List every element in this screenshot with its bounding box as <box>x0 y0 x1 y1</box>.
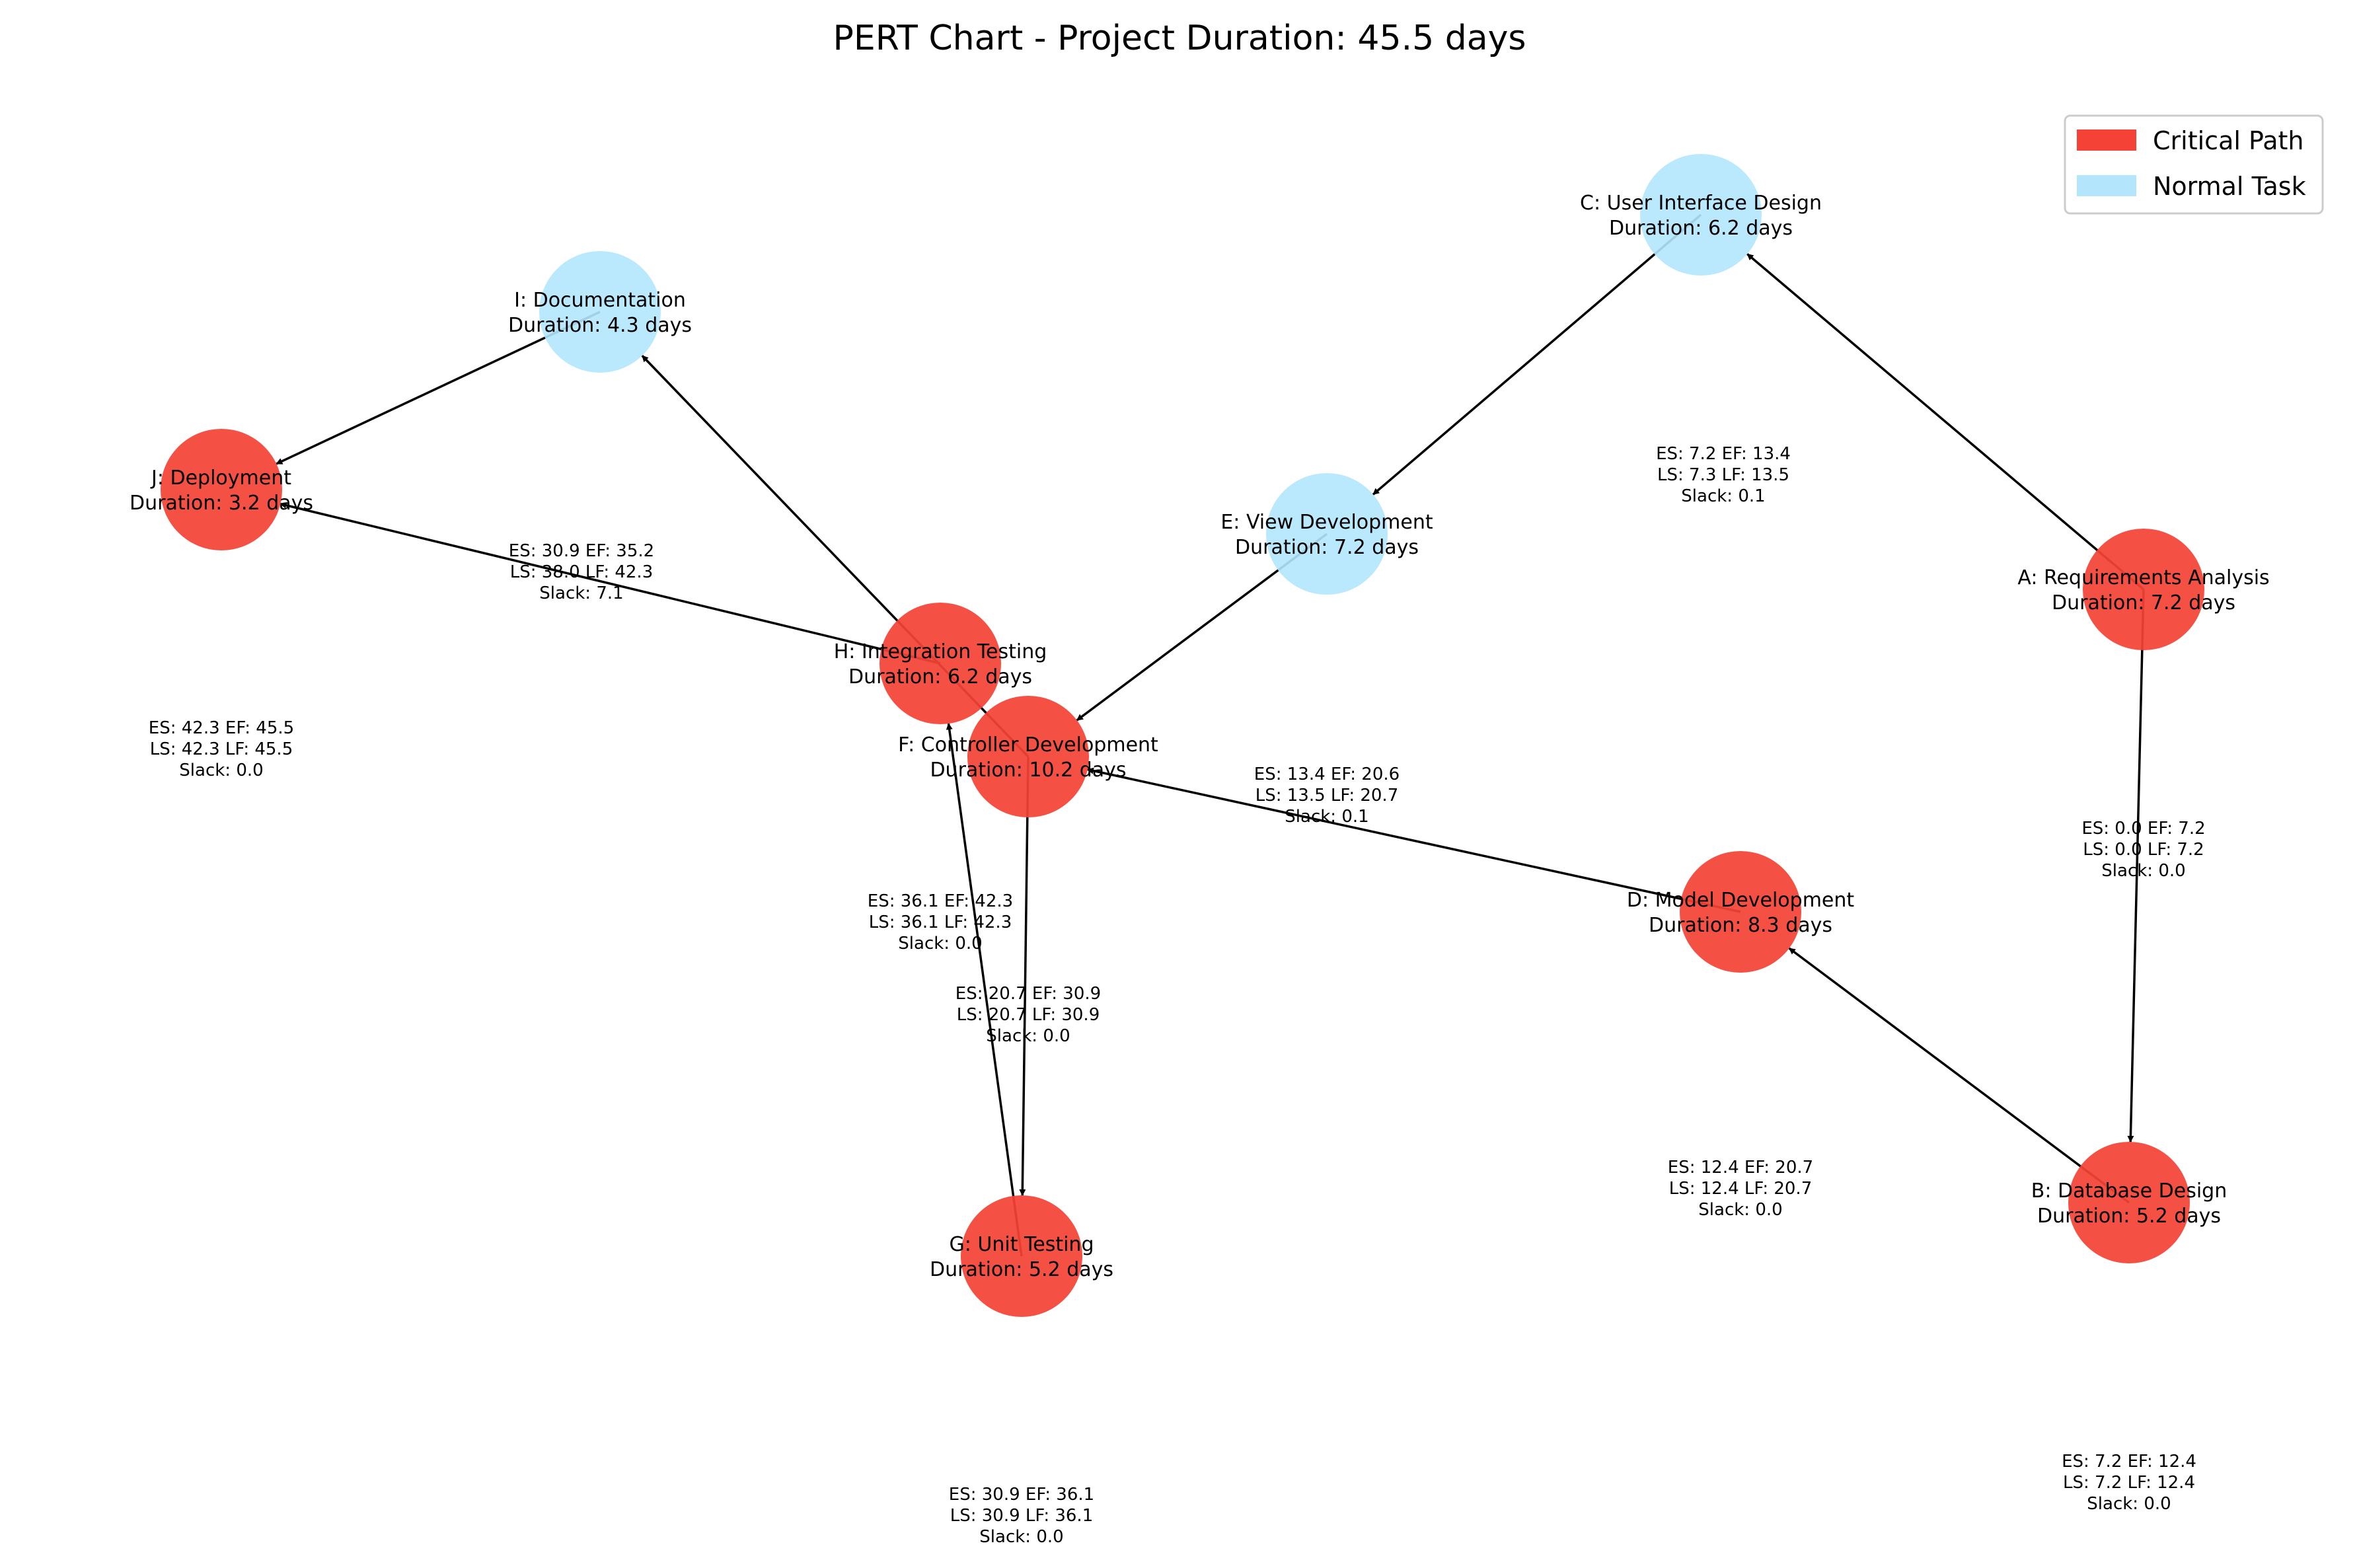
node-e-duration: Duration: 7.2 days <box>1235 536 1419 559</box>
node-f <box>967 696 1089 817</box>
node-g-es-info: ES: 30.9 EF: 36.1 <box>949 1485 1094 1505</box>
node-b-es-info: ES: 7.2 EF: 12.4 <box>2062 1452 2196 1472</box>
node-j-es-info: ES: 42.3 EF: 45.5 <box>149 718 294 738</box>
node-d <box>1680 851 1801 973</box>
node-f-ls-info: LS: 20.7 LF: 30.9 <box>957 1005 1100 1025</box>
node-f-duration: Duration: 10.2 days <box>930 759 1126 782</box>
node-b-name: B: Database Design <box>2031 1179 2227 1203</box>
node-b-slack-info: Slack: 0.0 <box>2087 1494 2171 1514</box>
node-c-duration: Duration: 6.2 days <box>1609 217 1793 240</box>
node-a-ls-info: LS: 0.0 LF: 7.2 <box>2083 840 2204 860</box>
legend-swatch-normal <box>2077 175 2136 196</box>
node-g <box>961 1195 1082 1317</box>
node-j-name: J: Deployment <box>150 467 291 490</box>
node-i-name: I: Documentation <box>514 289 686 312</box>
node-j-ls-info: LS: 42.3 LF: 45.5 <box>150 739 293 759</box>
legend-label-normal: Normal Task <box>2153 172 2306 201</box>
node-c <box>1640 154 1762 276</box>
node-d-duration: Duration: 8.3 days <box>1649 914 1832 937</box>
node-i-duration: Duration: 4.3 days <box>508 314 692 337</box>
node-e-slack-info: Slack: 0.1 <box>1285 807 1368 827</box>
node-g-duration: Duration: 5.2 days <box>930 1258 1113 1281</box>
node-i-es-info: ES: 30.9 EF: 35.2 <box>509 541 654 561</box>
legend-label-critical: Critical Path <box>2153 126 2303 155</box>
edge-f-g <box>1019 756 1030 1197</box>
node-i-ls-info: LS: 38.0 LF: 42.3 <box>510 562 654 582</box>
legend-swatch-critical <box>2077 130 2136 151</box>
node-h-slack-info: Slack: 0.0 <box>898 934 982 953</box>
node-d-ls-info: LS: 12.4 LF: 20.7 <box>1669 1179 1813 1199</box>
node-c-ls-info: LS: 7.3 LF: 13.5 <box>1657 465 1789 485</box>
edge-a-c <box>1746 253 2145 591</box>
node-a <box>2083 529 2204 650</box>
node-b-ls-info: LS: 7.2 LF: 12.4 <box>2063 1473 2195 1493</box>
node-e-es-info: ES: 13.4 EF: 20.6 <box>1254 765 1400 784</box>
node-h <box>880 603 1001 724</box>
node-i-slack-info: Slack: 7.1 <box>539 583 623 603</box>
edge-g-h <box>946 723 1023 1257</box>
node-e-name: E: View Development <box>1220 511 1433 534</box>
edge-d-f <box>1086 767 1741 913</box>
node-f-slack-info: Slack: 0.0 <box>986 1026 1070 1046</box>
edges-layer <box>276 213 2145 1257</box>
node-i <box>539 251 661 373</box>
node-c-name: C: User Interface Design <box>1580 192 1822 215</box>
nodes-layer <box>161 154 2204 1317</box>
node-h-es-info: ES: 36.1 EF: 42.3 <box>868 891 1013 911</box>
node-d-es-info: ES: 12.4 EF: 20.7 <box>1668 1158 1813 1177</box>
node-a-name: A: Requirements Analysis <box>2017 566 2269 589</box>
node-a-es-info: ES: 0.0 EF: 7.2 <box>2081 819 2205 839</box>
node-d-slack-info: Slack: 0.0 <box>1698 1200 1782 1220</box>
node-j-slack-info: Slack: 0.0 <box>179 761 263 780</box>
node-h-duration: Duration: 6.2 days <box>848 665 1032 689</box>
chart-title: PERT Chart - Project Duration: 45.5 days <box>833 19 1526 58</box>
node-f-es-info: ES: 20.7 EF: 30.9 <box>955 984 1101 1004</box>
node-g-slack-info: Slack: 0.0 <box>979 1527 1063 1547</box>
node-g-name: G: Unit Testing <box>950 1233 1094 1256</box>
node-c-slack-info: Slack: 0.1 <box>1681 486 1765 506</box>
node-b-duration: Duration: 5.2 days <box>2037 1205 2221 1228</box>
edge-c-e <box>1372 213 1702 496</box>
node-f-name: F: Controller Development <box>898 733 1158 757</box>
node-e <box>1266 473 1388 595</box>
edge-a-b <box>2127 589 2145 1143</box>
node-h-name: H: Integration Testing <box>834 640 1047 663</box>
node-j-duration: Duration: 3.2 days <box>130 492 313 515</box>
node-c-es-info: ES: 7.2 EF: 13.4 <box>1656 444 1791 464</box>
node-d-name: D: Model Development <box>1627 889 1855 912</box>
node-b <box>2068 1142 2190 1263</box>
node-g-ls-info: LS: 30.9 LF: 36.1 <box>950 1506 1094 1526</box>
edge-b-d <box>1788 947 2130 1204</box>
node-j <box>161 429 282 550</box>
node-h-ls-info: LS: 36.1 LF: 42.3 <box>869 913 1012 932</box>
edge-h-j <box>280 502 941 665</box>
node-e-ls-info: LS: 13.5 LF: 20.7 <box>1255 786 1399 805</box>
node-a-slack-info: Slack: 0.0 <box>2101 861 2185 881</box>
node-a-duration: Duration: 7.2 days <box>2052 591 2235 615</box>
legend: Critical Path Normal Task <box>2064 114 2324 215</box>
